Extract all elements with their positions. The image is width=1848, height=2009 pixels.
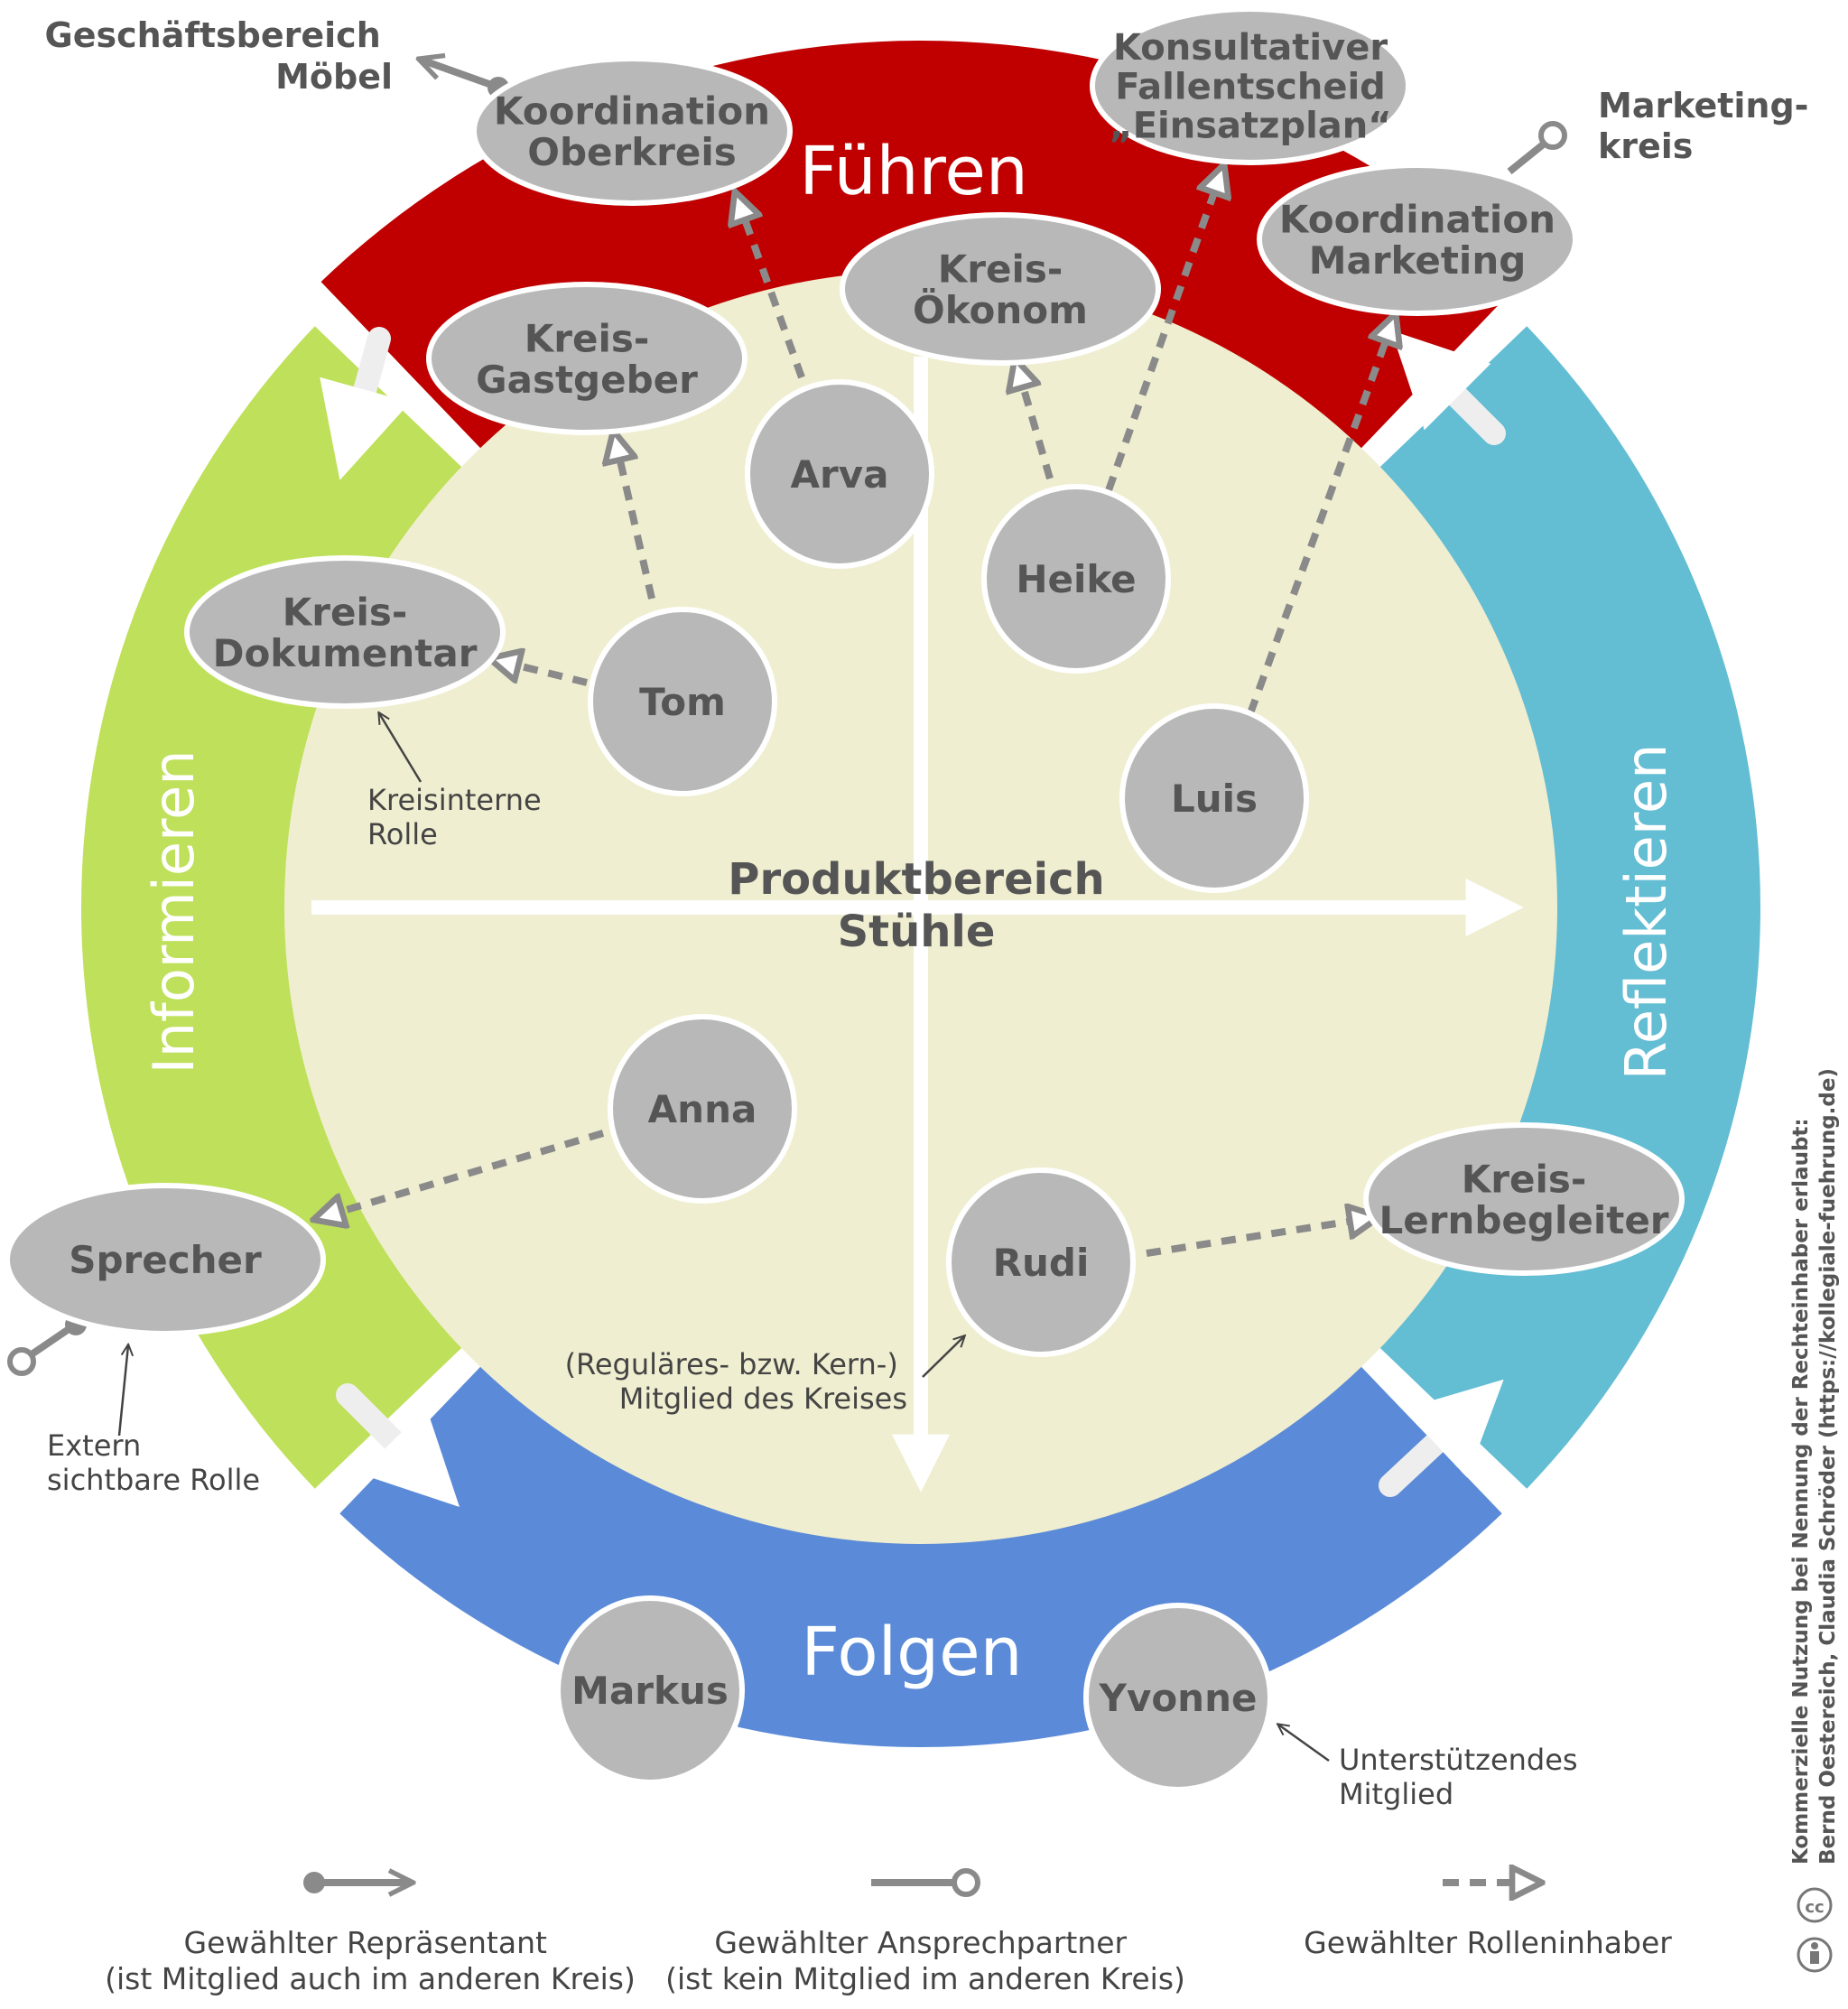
annotation-unterstuetzend: Unterstützendes Mitglied <box>1339 1743 1587 1811</box>
dash-luis-marketing <box>1247 316 1395 715</box>
external-label-marketing: Marketing- kreis <box>1598 86 1821 166</box>
member-anna: Anna <box>608 1014 797 1204</box>
svg-text:Gewählter Repräsentant: Gewählter Repräsentant (ist Mitglied auc… <box>105 1925 636 1996</box>
role-assignment-lines <box>316 167 1395 1257</box>
svg-text:Anna: Anna <box>648 1087 757 1131</box>
sector-label-fuehren: Führen <box>799 133 1028 210</box>
member-heike: Heike <box>981 484 1171 674</box>
svg-text:cc: cc <box>1805 1898 1824 1917</box>
svg-text:Kreis-Lernbegleiter: Kreis-Lernbegleiter <box>1379 1157 1668 1242</box>
member-tom: Tom <box>588 607 777 796</box>
arrow-reflektieren-to-fuehren <box>1390 330 1506 445</box>
member-yvonne: Yvonne <box>1083 1603 1273 1792</box>
member-rudi: Rudi <box>946 1167 1136 1357</box>
legend: Gewählter Repräsentant (ist Mitglied auc… <box>105 1871 1672 1996</box>
svg-text:Luis: Luis <box>1171 777 1258 821</box>
svg-text:Rudi: Rudi <box>993 1241 1090 1285</box>
svg-text:Kreis-Ökonom: Kreis-Ökonom <box>913 246 1088 331</box>
svg-text:Kreis-Gastgeber: Kreis-Gastgeber <box>476 316 698 401</box>
credit-text: Kommerzielle Nutzung bei Nennung der Rec… <box>1789 1068 1840 1865</box>
arrow-folgen-to-reflektieren <box>1379 1379 1504 1497</box>
svg-text:Tom: Tom <box>639 680 726 724</box>
dash-heike-oekonom <box>1016 361 1054 480</box>
cc-license-icon: cc <box>1797 1887 1833 1973</box>
svg-text:Arva: Arva <box>791 452 889 497</box>
role-kreis-lernbegleiter: Kreis-Lernbegleiter <box>1363 1122 1685 1276</box>
annotation-kreisinterne-rolle: Kreisinterne Rolle <box>367 783 551 851</box>
legend-repraesentant: Gewählter Repräsentant (ist Mitglied auc… <box>105 1872 636 1996</box>
svg-text:Gewählter Ansprechpartner: Gewählter Ansprechpartner (ist kein Mitg… <box>665 1925 1185 1996</box>
svg-text:Markus: Markus <box>571 1669 729 1713</box>
svg-text:Heike: Heike <box>1016 557 1136 601</box>
role-kreis-gastgeber: Kreis-Gastgeber <box>426 282 748 435</box>
cycle-arrows <box>320 327 1506 1508</box>
svg-text:Sprecher: Sprecher <box>69 1238 262 1282</box>
member-luis: Luis <box>1119 703 1309 893</box>
arrow-informieren-to-folgen <box>336 1383 460 1508</box>
dash-tom-dokumentar <box>492 659 588 686</box>
role-sprecher: Sprecher <box>5 1183 326 1336</box>
arrow-fuehren-to-informieren <box>320 327 411 480</box>
sector-label-informieren: Informieren <box>141 749 207 1074</box>
legend-ansprechpartner: Gewählter Ansprechpartner (ist kein Mitg… <box>665 1868 1185 1996</box>
legend-rolleninhaber: Gewählter Rolleninhaber <box>1304 1883 1672 1960</box>
sector-label-folgen: Folgen <box>801 1614 1022 1691</box>
dash-arva-oberkreis <box>736 194 805 379</box>
link-marketing-kreis <box>1507 121 1567 175</box>
member-arva: Arva <box>745 379 934 569</box>
svg-text:Gewählter Rolleninhaber: Gewählter Rolleninhaber <box>1304 1925 1672 1960</box>
sector-label-reflektieren: Reflektieren <box>1613 744 1679 1081</box>
svg-text:Kreis-Dokumentar: Kreis-Dokumentar <box>213 590 478 674</box>
role-kreis-oekonom: Kreis-Ökonom <box>840 212 1161 366</box>
external-label-moebel: Geschäftsbereich Möbel <box>45 15 393 97</box>
annotation-pointers <box>117 713 1330 1763</box>
member-markus: Markus <box>555 1595 745 1785</box>
annotation-mitglied: (Reguläres- bzw. Kern-) Mitglied des Kre… <box>565 1347 907 1416</box>
dash-rudi-lernbegleiter <box>1146 1217 1377 1257</box>
dash-heike-fallentscheid <box>1105 167 1223 492</box>
svg-text:Yvonne: Yvonne <box>1099 1676 1258 1720</box>
dash-tom-gastgeber <box>614 433 655 600</box>
role-kreis-dokumentar: Kreis-Dokumentar <box>184 555 506 709</box>
annotation-extern-sichtbar: Extern sichtbare Rolle <box>47 1428 260 1497</box>
